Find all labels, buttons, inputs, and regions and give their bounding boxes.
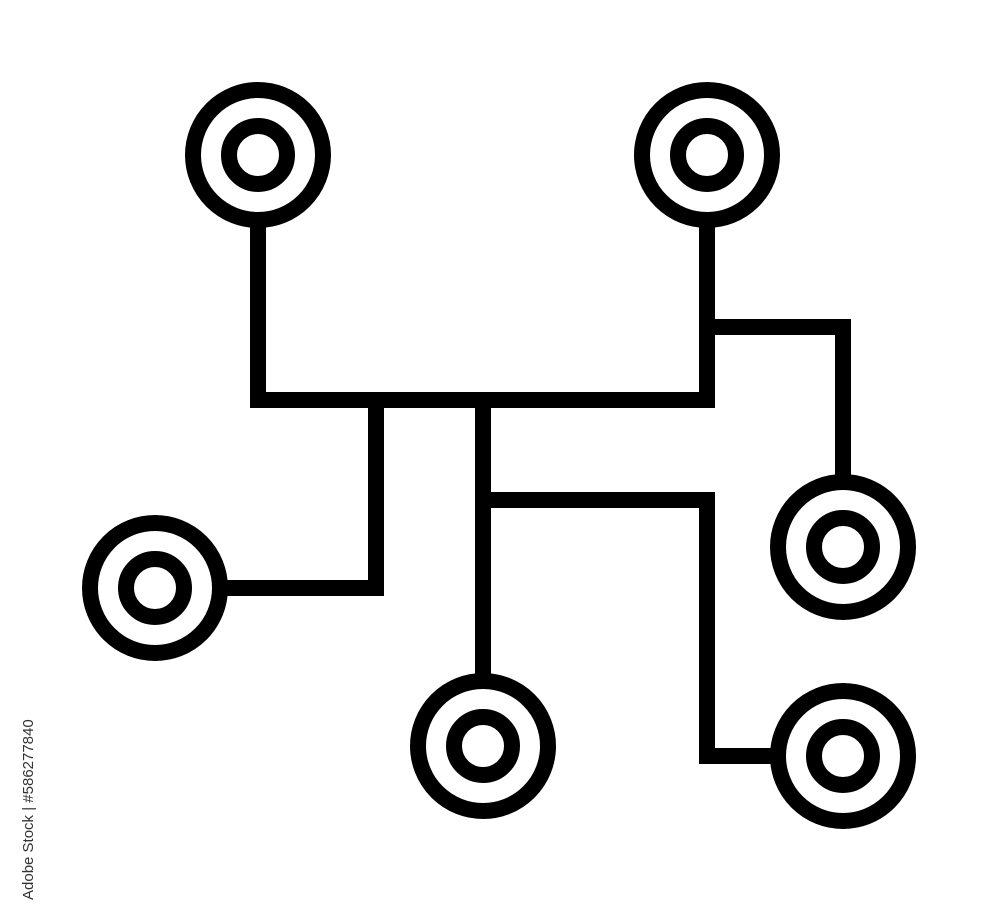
node-top-left	[185, 82, 331, 228]
circuit-traces	[217, 212, 851, 764]
node-bottom-center	[410, 673, 556, 819]
circuit-nodes	[82, 82, 916, 829]
trace-right-branch	[699, 319, 851, 486]
node-bottom-right	[770, 683, 916, 829]
node-middle-right	[770, 474, 916, 620]
trace-left-branch	[217, 392, 384, 596]
node-top-right	[634, 82, 780, 228]
trace-main-bus	[250, 212, 715, 408]
trace-lower-right-branch	[475, 492, 780, 764]
node-left	[82, 515, 228, 661]
watermark-id: Adobe Stock | #586277840	[20, 719, 37, 900]
